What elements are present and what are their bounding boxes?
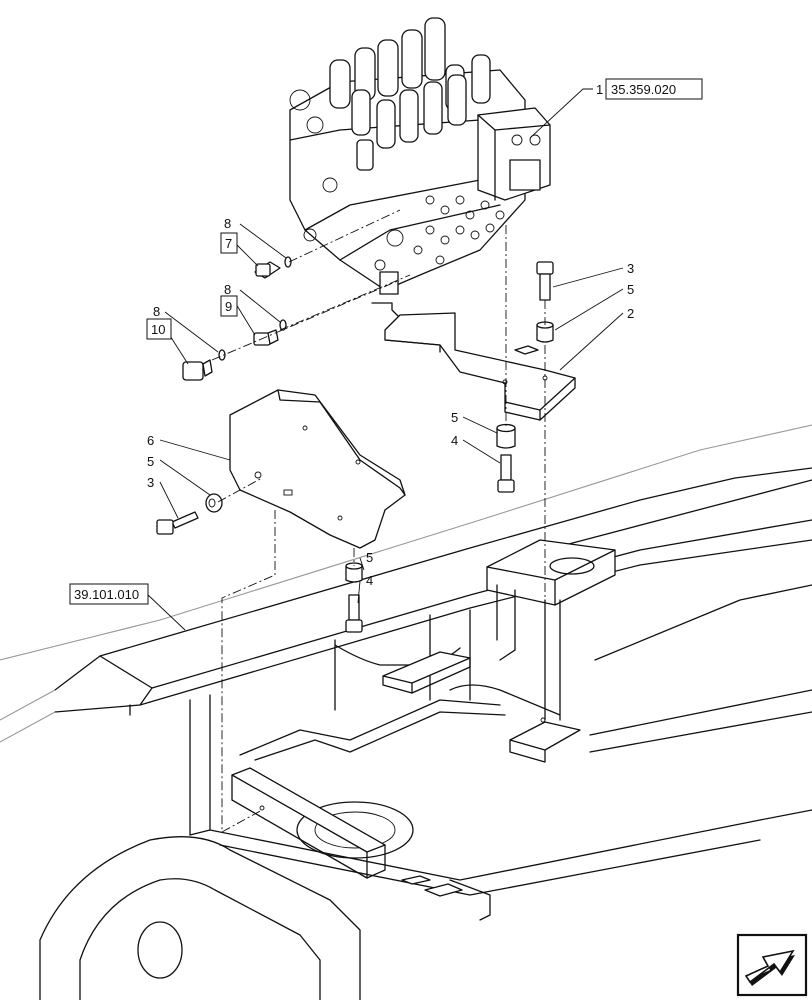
callout-8: 8 (224, 282, 231, 297)
boxed-callout-7-text: 7 (225, 236, 232, 251)
frame-crossmember (231, 651, 581, 879)
cover-plate (229, 389, 406, 549)
callout-4: 4 (451, 433, 458, 448)
main-frame (39, 609, 812, 1000)
bolt-3-upper (536, 261, 554, 301)
control-valve (289, 17, 551, 319)
bolt-4-mid (497, 454, 515, 493)
callout-labels: 1 2 3 5 5 4 6 5 3 5 4 8 8 8 (147, 82, 634, 588)
bolt-3-left (156, 511, 199, 535)
callout-8: 8 (224, 216, 231, 231)
bolt-4-lower (345, 594, 363, 633)
reference-frame-text[interactable]: 39.101.010 (74, 587, 139, 602)
mounting-bracket (384, 312, 576, 421)
callout-5: 5 (451, 410, 458, 425)
callout-5: 5 (366, 550, 373, 565)
callout-8: 8 (153, 304, 160, 319)
callout-4: 4 (366, 573, 373, 588)
reference-box-frame[interactable]: 39.101.010 (69, 583, 149, 605)
upper-frame (0, 424, 812, 753)
mounting-tower (486, 539, 616, 721)
valve-spool-caps (329, 17, 491, 171)
valve-ports (413, 195, 505, 265)
boxed-callout-7: 7 (220, 232, 238, 254)
callout-3: 3 (627, 261, 634, 276)
callout-2: 2 (627, 306, 634, 321)
spacer-5-mid (496, 423, 516, 449)
callout-5: 5 (627, 282, 634, 297)
callout-3: 3 (147, 475, 154, 490)
reference-box-control-valve[interactable]: 35.359.020 (605, 78, 703, 100)
assembly-centerlines (211, 209, 546, 833)
spacer-5-left (205, 493, 223, 513)
callout-1: 1 (596, 82, 603, 97)
boxed-callout-10: 10 (146, 318, 172, 340)
callout-6: 6 (147, 433, 154, 448)
boxed-callout-10-text: 10 (151, 322, 165, 337)
fitting-7 (254, 256, 292, 279)
callout-5: 5 (147, 454, 154, 469)
reference-control-valve-text[interactable]: 35.359.020 (611, 82, 676, 97)
leader-lines (146, 88, 624, 631)
plug-10 (182, 349, 226, 381)
boxed-callout-9-text: 9 (225, 299, 232, 314)
boxed-callout-9: 9 (220, 295, 238, 317)
fitting-9 (253, 319, 287, 346)
navigation-arrow-icon[interactable] (736, 933, 808, 997)
